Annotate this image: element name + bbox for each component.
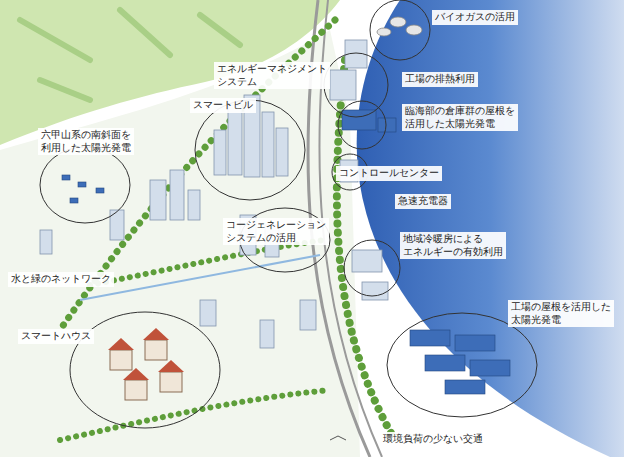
- callout-label: 環境負荷の少ない交通: [380, 432, 486, 447]
- sea: [357, 0, 624, 457]
- biogas-tanks: [377, 17, 422, 36]
- city-ground: [0, 30, 360, 457]
- callout-label: コージェネレーション システムの活用: [223, 218, 329, 245]
- callout-label: 急速充電器: [395, 194, 451, 209]
- callout-label: エネルギーマネジメント システム: [214, 62, 330, 89]
- smart-houses: [108, 328, 184, 400]
- callout-label: 工場の屋根を活用した 太陽光発電: [508, 300, 614, 327]
- traffic-figure: [330, 436, 346, 440]
- callout-label: コントロールセンター: [336, 166, 442, 181]
- river: [80, 255, 320, 300]
- callout-label: バイオガスの活用: [432, 10, 518, 25]
- callout-label: スマートハウス: [18, 329, 94, 344]
- callout-label: 工場の排熱利用: [402, 72, 478, 87]
- callout-label: 地域冷暖房による エネルギーの有効利用: [400, 232, 506, 259]
- callout-label: スマートビル: [190, 98, 256, 113]
- callout-label: 六甲山系の南斜面を 利用した太陽光発電: [38, 128, 134, 155]
- callout-label: 水と緑のネットワーク: [8, 272, 114, 287]
- mountain-texture: [20, 10, 240, 100]
- highlight-circles: [40, 0, 537, 428]
- buildings: [40, 40, 388, 348]
- tree-rows: [60, 20, 395, 440]
- callout-label: 臨海部の倉庫群の屋根を 活用した太陽光発電: [402, 104, 518, 131]
